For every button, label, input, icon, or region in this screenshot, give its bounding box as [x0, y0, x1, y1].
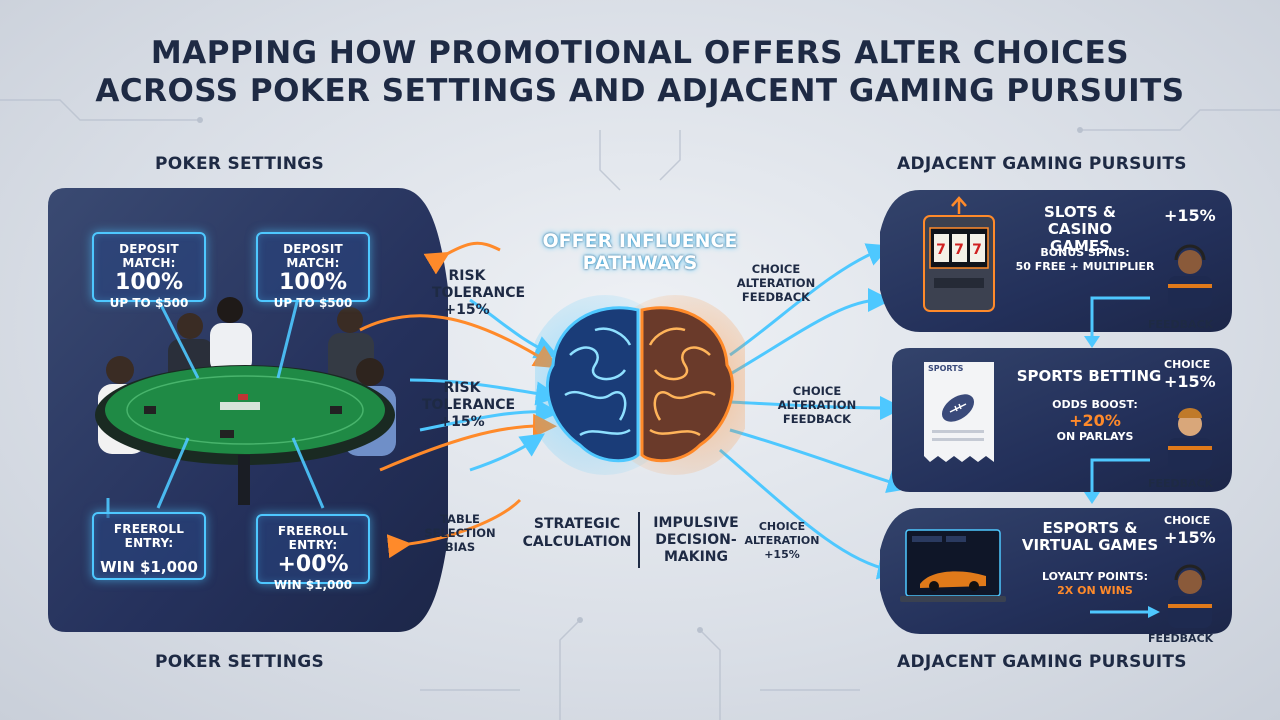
offer-influence-title: OFFER INFLUENCE PATHWAYS [542, 230, 738, 274]
annotation-risk-tolerance-2: RISK TOLERANCE +15% [422, 380, 516, 430]
svg-text:7: 7 [936, 242, 946, 258]
avatar-slots [1168, 244, 1212, 308]
poker-settings-label-top: POKER SETTINGS [155, 154, 325, 174]
feedback-label-sports: FEEDBACK [1148, 477, 1214, 490]
slots-offer: BONUS SPINS: 50 FREE + MULTIPLIER [1015, 246, 1155, 273]
sports-bet-slip-icon [924, 362, 994, 462]
feedback-arrows [1084, 296, 1160, 618]
slot-machine-icon: 7 7 7 [923, 196, 995, 312]
annotation-risk-tolerance-1: RISK TOLERANCE +15% [432, 268, 526, 318]
adjacent-gaming-label-bottom: ADJACENT GAMING PURSUITS [897, 652, 1187, 672]
annotation-choice-alteration-2: CHOICE ALTERATION FEEDBACK [777, 384, 857, 426]
sports-choice-pct: +15% [1164, 372, 1216, 391]
slots-title: SLOTS & CASINO GAMES [1044, 203, 1116, 255]
slip-label: SPORTS [928, 364, 964, 373]
svg-text:7: 7 [954, 242, 964, 258]
avatar-sports [1168, 408, 1212, 470]
esports-laptop-icon [900, 529, 1006, 602]
offer-box-freeroll-1: FREEROLL ENTRY: WIN $1,000 [92, 512, 206, 580]
esports-title: ESPORTS & VIRTUAL GAMES [1021, 519, 1159, 554]
sports-offer: ODDS BOOST: +20% ON PARLAYS [1052, 398, 1138, 443]
esports-offer: LOYALTY POINTS: 2X ON WINS [1041, 570, 1149, 597]
strategic-calculation-label: STRATEGIC CALCULATION [522, 516, 632, 550]
offer-box-deposit-match-1: DEPOSIT MATCH: 100% UP TO $500 [92, 232, 206, 310]
brain-icon [535, 295, 745, 475]
sports-betting-title: SPORTS BETTING [1016, 367, 1162, 385]
adjacent-gaming-label-top: ADJACENT GAMING PURSUITS [897, 154, 1187, 174]
sports-choice-label: CHOICE [1164, 358, 1211, 371]
annotation-choice-alteration-3: CHOICE ALTERATION +15% [744, 520, 820, 561]
avatar-esports [1168, 564, 1212, 628]
page-title: MAPPING HOW PROMOTIONAL OFFERS ALTER CHO… [0, 34, 1280, 110]
annotation-table-selection-bias: TABLE SELECTION BIAS [424, 512, 496, 554]
feedback-label-esports: FEEDBACK [1148, 632, 1214, 645]
offer-box-freeroll-2: FREEROLL ENTRY: +00% WIN $1,000 [256, 514, 370, 592]
svg-text:7: 7 [972, 242, 982, 258]
poker-interaction-arrows [106, 297, 325, 518]
poker-settings-label-bottom: POKER SETTINGS [155, 652, 325, 672]
annotation-choice-alteration-1: CHOICE ALTERATION FEEDBACK [736, 262, 816, 304]
esports-choice-label: CHOICE [1164, 514, 1211, 527]
impulsive-decision-label: IMPULSIVE DECISION- MAKING [653, 515, 739, 565]
title-line-1: MAPPING HOW PROMOTIONAL OFFERS ALTER CHO… [150, 35, 1130, 71]
feedback-label-slots: FEEDBACK [1148, 318, 1214, 331]
slots-choice-pct: +15% [1164, 206, 1216, 225]
center-divider [638, 512, 640, 568]
offer-box-deposit-match-2: DEPOSIT MATCH: 100% UP TO $500 [256, 232, 370, 310]
esports-choice-pct: +15% [1164, 528, 1216, 547]
title-line-2: ACROSS POKER SETTINGS AND ADJACENT GAMIN… [95, 73, 1185, 109]
poker-table-illustration [95, 297, 396, 505]
